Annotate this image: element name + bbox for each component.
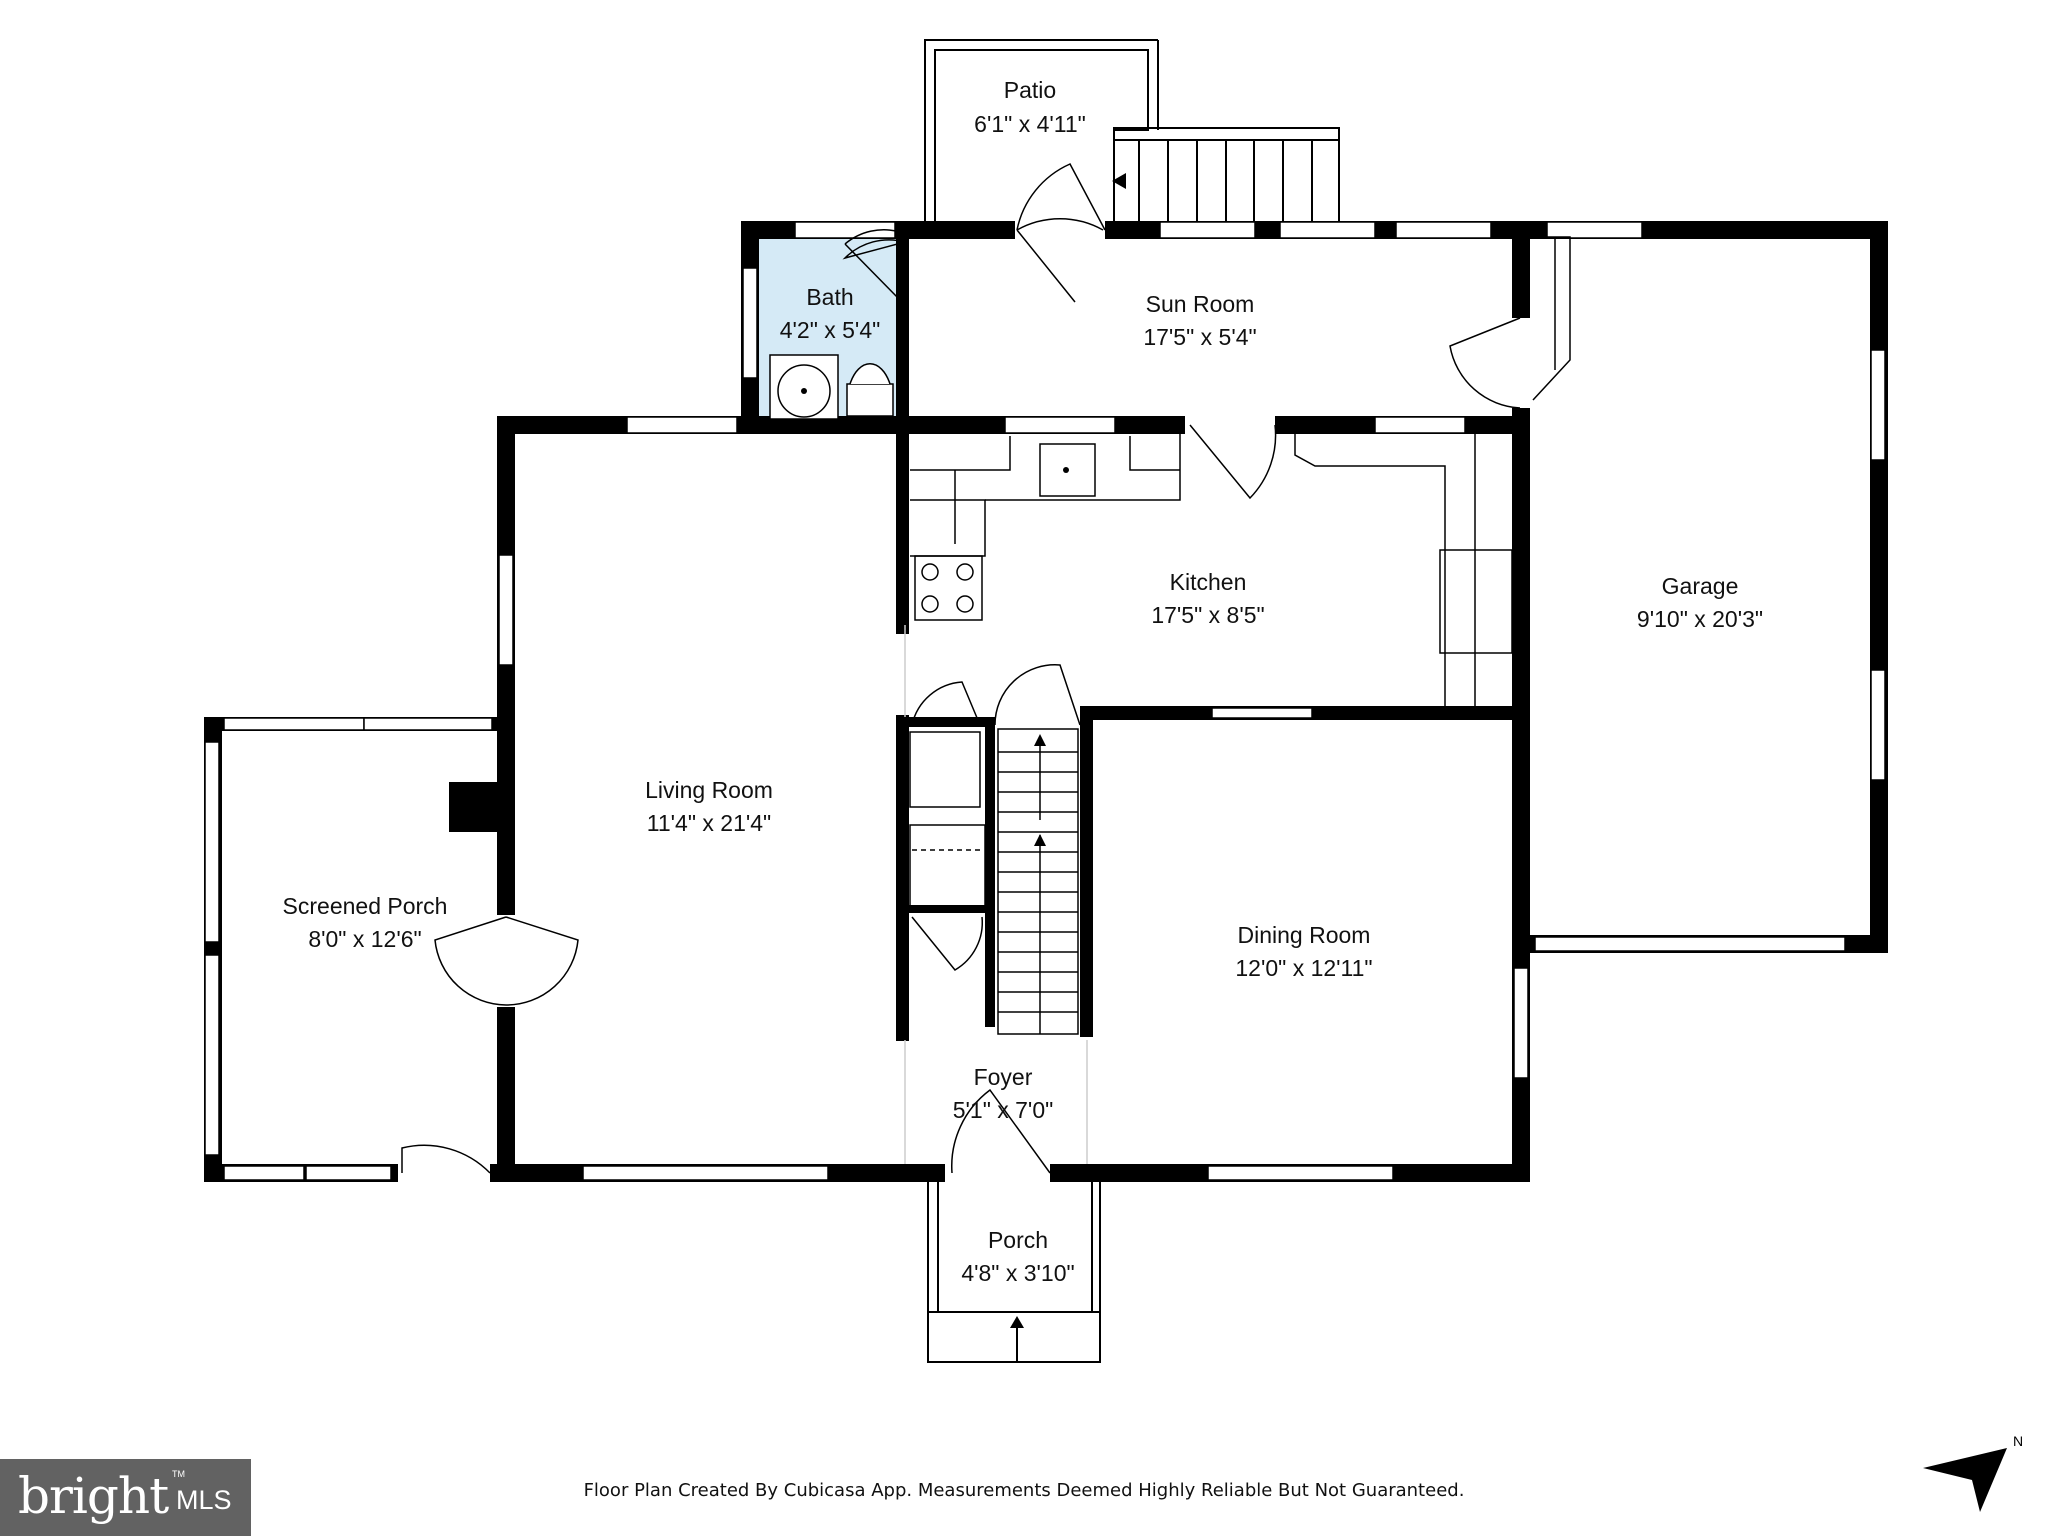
logo-mls: MLS xyxy=(176,1485,232,1515)
patio-dims: 6'1" x 4'11" xyxy=(974,111,1086,137)
kitchen-sink-drain xyxy=(1063,467,1069,473)
patio-name: Patio xyxy=(1004,77,1056,103)
bright-mls-logo: bright TM MLS xyxy=(0,1459,251,1536)
garage-name: Garage xyxy=(1662,573,1739,599)
porch-step-arrow xyxy=(1010,1316,1024,1328)
windows xyxy=(204,221,1886,1181)
disclaimer-text: Floor Plan Created By Cubicasa App. Meas… xyxy=(583,1480,1465,1501)
foyer-name: Foyer xyxy=(974,1064,1033,1090)
bath-name: Bath xyxy=(806,284,853,310)
bath-dims: 4'2" x 5'4" xyxy=(780,317,881,343)
stairs xyxy=(909,728,1079,1035)
patio xyxy=(924,39,1340,223)
kitchen-cabinets xyxy=(910,236,1571,710)
garage-dims: 9'10" x 20'3" xyxy=(1637,606,1763,632)
walls xyxy=(204,221,1888,1182)
porch-name: Porch xyxy=(988,1227,1048,1253)
logo-trademark: TM xyxy=(172,1469,185,1479)
logo-wordmark: bright xyxy=(18,1467,169,1525)
dining-room-name: Dining Room xyxy=(1238,922,1371,948)
bath-fixtures xyxy=(769,229,901,420)
foyer-outline xyxy=(904,625,1088,1164)
patio-step-arrow xyxy=(1112,173,1126,189)
screened-porch-dims: 8'0" x 12'6" xyxy=(308,926,421,952)
porch-dims: 4'8" x 3'10" xyxy=(961,1260,1074,1286)
kitchen-name: Kitchen xyxy=(1170,569,1247,595)
sun-room-name: Sun Room xyxy=(1146,291,1255,317)
north-label: N xyxy=(2013,1433,2023,1449)
bath-sink-drain xyxy=(801,388,807,394)
living-room-dims: 11'4" x 21'4" xyxy=(647,810,771,836)
stair-arrow-lower xyxy=(1034,834,1046,846)
stove xyxy=(914,555,983,621)
door-swings xyxy=(401,163,1521,1174)
foyer-dims: 5'1" x 7'0" xyxy=(953,1097,1054,1123)
living-room-name: Living Room xyxy=(645,777,773,803)
north-arrow-icon: N xyxy=(1923,1433,2023,1512)
stair-arrow-upper xyxy=(1034,734,1046,746)
screened-porch-name: Screened Porch xyxy=(283,893,448,919)
door-openings xyxy=(398,221,1530,1182)
sun-room-dims: 17'5" x 5'4" xyxy=(1143,324,1256,350)
front-porch xyxy=(927,1172,1101,1363)
dining-room-dims: 12'0" x 12'11" xyxy=(1235,955,1372,981)
kitchen-dims: 17'5" x 8'5" xyxy=(1151,602,1264,628)
